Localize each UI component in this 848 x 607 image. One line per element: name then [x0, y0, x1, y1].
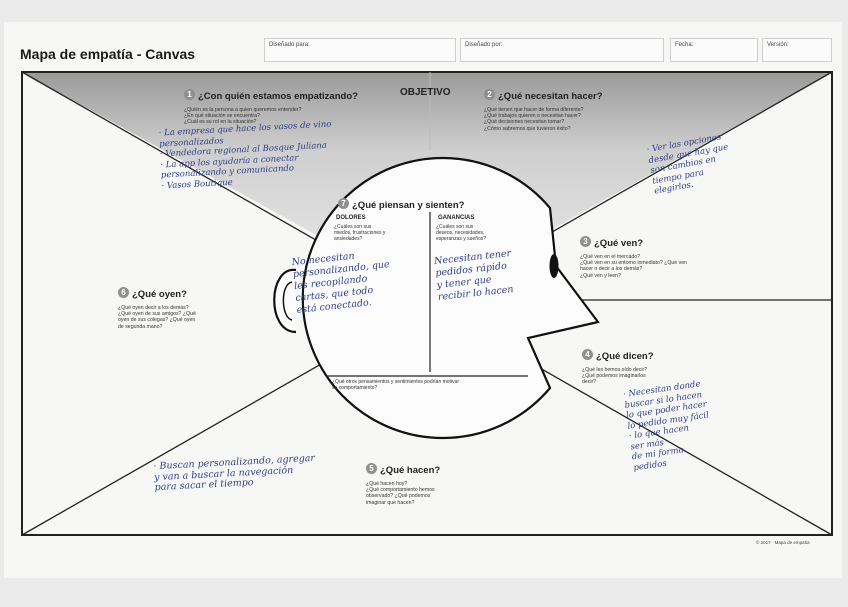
section-number: 1: [184, 89, 195, 100]
gains-questions: ¿Cuáles son sus deseos, necesidades, esp…: [436, 224, 528, 242]
note-pains: No necesitan personalizando, que les rec…: [291, 247, 394, 317]
section-title: ¿Qué necesitan hacer?: [498, 91, 603, 102]
section-number: 2: [484, 89, 495, 100]
section-title: ¿Qué oyen?: [132, 289, 187, 300]
section-number: 3: [580, 236, 591, 247]
section-number: 5: [366, 463, 377, 474]
section-questions: ¿Qué oyen decir a los demás? ¿Qué oyen d…: [118, 305, 258, 330]
note-who: · La empresa que hace los vasos de vino …: [158, 120, 334, 192]
gains-heading: GANANCIAS: [438, 215, 474, 221]
section-title: ¿Qué dicen?: [596, 351, 654, 362]
section-hear: 6¿Qué oyen? ¿Qué oyen decir a los demás?…: [118, 284, 258, 330]
section-title: ¿Qué hacen?: [380, 465, 440, 476]
note-say: · Necesitan donde buscar si lo hacen lo …: [623, 379, 716, 474]
section-title: ¿Qué ven?: [594, 238, 643, 249]
objective-label: OBJETIVO: [400, 87, 451, 98]
section-doing: 5¿Qué hacen? ¿Qué hacen hoy? ¿Qué compor…: [366, 460, 496, 506]
section-title: ¿Con quién estamos empatizando?: [198, 91, 358, 102]
pains-questions: ¿Cuáles son sus miedos, frustraciones y …: [334, 224, 426, 242]
footer-credit: © 2017 · Mapa de empatía: [756, 540, 810, 545]
pains-heading: DOLORES: [336, 215, 366, 221]
section-number: 6: [118, 287, 129, 298]
section-do: 2¿Qué necesitan hacer? ¿Qué tienen que h…: [484, 86, 684, 132]
section-questions: ¿Qué hacen hoy? ¿Qué comportamiento hemo…: [366, 481, 496, 506]
eye: [550, 254, 559, 278]
section-see: 3¿Qué ven? ¿Qué ven en el mercado? ¿Qué …: [580, 233, 750, 279]
section-questions: ¿Qué ven en el mercado? ¿Qué ven en su e…: [580, 254, 750, 279]
section-number: 4: [582, 349, 593, 360]
section-who: 1¿Con quién estamos empatizando? ¿Quién …: [184, 86, 399, 126]
section-title: ¿Qué piensan y sienten?: [352, 200, 464, 211]
section-questions: ¿Qué tienen que hacer de forma diferente…: [484, 107, 684, 132]
section-think: 7¿Qué piensan y sienten?: [338, 195, 508, 213]
think-bottom-question: ¿Qué otros pensamientos y sentimientos p…: [332, 379, 532, 391]
note-gains: Necesitan tener pedidos rápido y tener q…: [434, 248, 516, 304]
section-number: 7: [338, 198, 349, 209]
